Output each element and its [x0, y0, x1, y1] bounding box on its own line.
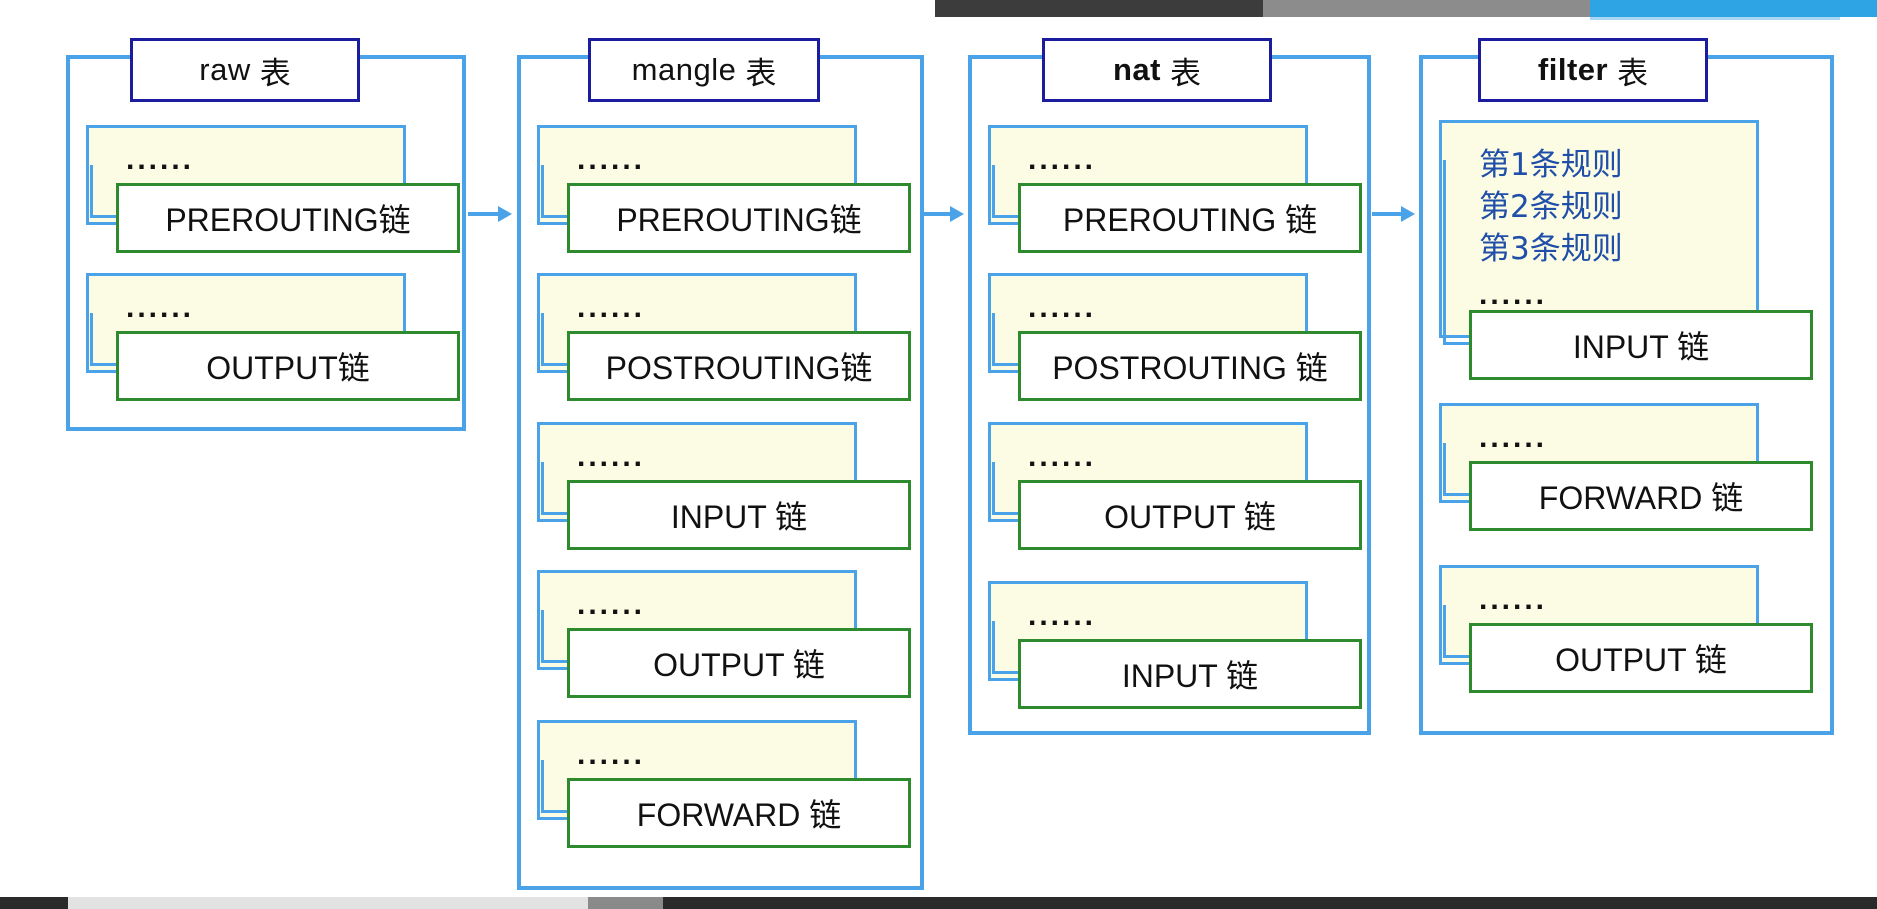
chain-group-mangle-3: ...... OUTPUT 链	[537, 570, 911, 698]
ellipsis: ......	[577, 143, 646, 176]
chain-box: INPUT 链	[567, 480, 911, 550]
arrow-shaft	[1372, 212, 1403, 216]
chain-group-nat-2: ...... OUTPUT 链	[988, 422, 1362, 550]
ellipsis: ......	[577, 588, 646, 621]
chain-connector	[90, 313, 116, 366]
chain-group-filter-2: ...... OUTPUT 链	[1439, 565, 1813, 693]
bottom-bar-black-left	[0, 897, 68, 909]
ellipsis: ......	[1028, 143, 1097, 176]
chain-group-raw-0: ...... PREROUTING链	[86, 125, 460, 253]
chain-group-mangle-0: ...... PREROUTING链	[537, 125, 911, 253]
ellipsis: ......	[126, 143, 195, 176]
ellipsis: ......	[1479, 278, 1548, 311]
table-name: filter	[1537, 52, 1609, 87]
chain-group-nat-1: ...... POSTROUTING 链	[988, 273, 1362, 401]
ellipsis: ......	[1028, 440, 1097, 473]
chain-connector	[541, 760, 567, 813]
chain-connector	[90, 165, 116, 218]
chain-box: PREROUTING链	[116, 183, 460, 253]
ellipsis: ......	[1028, 599, 1097, 632]
chain-group-mangle-4: ...... FORWARD 链	[537, 720, 911, 848]
arrow-head-icon	[498, 206, 512, 222]
chain-box: OUTPUT 链	[567, 628, 911, 698]
flow-arrow-3	[1372, 206, 1415, 222]
chain-box: FORWARD 链	[1469, 461, 1813, 531]
table-suffix: 表	[745, 55, 777, 92]
top-bar-grey	[1263, 0, 1590, 17]
table-name: mangle	[631, 52, 737, 87]
flow-arrow-1	[468, 206, 512, 222]
chain-box: OUTPUT链	[116, 331, 460, 401]
chain-connector	[1443, 160, 1469, 345]
chain-connector	[992, 165, 1018, 218]
chain-connector	[541, 462, 567, 515]
ellipsis: ......	[1028, 291, 1097, 324]
chain-connector	[992, 462, 1018, 515]
bottom-bar-light	[68, 897, 588, 909]
arrow-head-icon	[1401, 206, 1415, 222]
chain-connector	[992, 313, 1018, 366]
chain-group-mangle-1: ...... POSTROUTING链	[537, 273, 911, 401]
chain-connector	[1443, 605, 1469, 658]
ellipsis: ......	[1479, 421, 1548, 454]
chain-group-raw-1: ...... OUTPUT链	[86, 273, 460, 401]
arrow-shaft	[468, 212, 500, 216]
ellipsis: ......	[577, 440, 646, 473]
chain-connector	[992, 621, 1018, 674]
chain-box: PREROUTING链	[567, 183, 911, 253]
chain-box: INPUT 链	[1469, 310, 1813, 380]
rule-text: 第3条规则	[1479, 231, 1623, 267]
top-bar-blue-shadow	[1590, 17, 1840, 20]
chain-connector	[541, 165, 567, 218]
chain-group-filter-0: 第1条规则第2条规则第3条规则......INPUT 链	[1439, 120, 1813, 380]
chain-group-mangle-2: ...... INPUT 链	[537, 422, 911, 550]
chain-connector	[1443, 443, 1469, 496]
chain-box: POSTROUTING链	[567, 331, 911, 401]
ellipsis: ......	[577, 291, 646, 324]
top-bar-blue	[1590, 0, 1877, 17]
arrow-head-icon	[950, 206, 964, 222]
rule-text: 第2条规则	[1479, 189, 1623, 225]
arrow-shaft	[924, 212, 952, 216]
chain-group-nat-3: ...... INPUT 链	[988, 581, 1362, 709]
chain-box: PREROUTING 链	[1018, 183, 1362, 253]
chain-box: INPUT 链	[1018, 639, 1362, 709]
bottom-bar-black	[663, 897, 1877, 909]
bottom-bar-grey	[588, 897, 663, 909]
table-title-nat: nat 表	[1042, 38, 1272, 102]
table-suffix: 表	[259, 55, 291, 92]
rules-box	[1439, 120, 1759, 338]
ellipsis: ......	[577, 738, 646, 771]
chain-box: POSTROUTING 链	[1018, 331, 1362, 401]
table-name: raw	[199, 52, 251, 87]
flow-arrow-2	[924, 206, 964, 222]
chain-box: OUTPUT 链	[1018, 480, 1362, 550]
chain-connector	[541, 610, 567, 663]
chain-group-filter-1: ...... FORWARD 链	[1439, 403, 1813, 531]
rule-text: 第1条规则	[1479, 147, 1623, 183]
chain-connector	[541, 313, 567, 366]
top-bar-dark	[935, 0, 1263, 17]
table-name: nat	[1113, 52, 1161, 87]
ellipsis: ......	[1479, 583, 1548, 616]
table-suffix: 表	[1170, 55, 1201, 92]
chain-box: OUTPUT 链	[1469, 623, 1813, 693]
ellipsis: ......	[126, 291, 195, 324]
table-suffix: 表	[1617, 55, 1649, 92]
chain-group-nat-0: ...... PREROUTING 链	[988, 125, 1362, 253]
chain-box: FORWARD 链	[567, 778, 911, 848]
